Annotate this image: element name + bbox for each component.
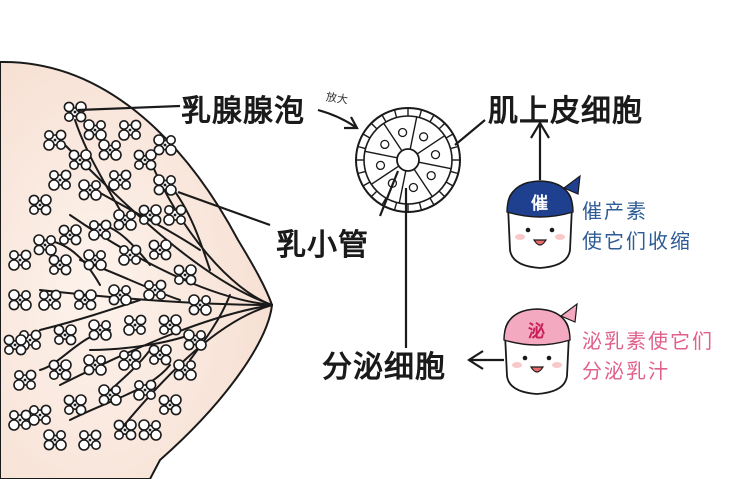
label-milk-duct: 乳小管 xyxy=(276,228,369,263)
lobule-clusters xyxy=(3,101,212,451)
alveolus-magnified xyxy=(355,107,461,213)
oxytocin-note-line1: 催产素 xyxy=(582,199,648,223)
lobule-cluster xyxy=(148,239,172,261)
lobule-cluster xyxy=(98,139,122,161)
label-magnify: 放大 xyxy=(325,90,349,107)
prolactin-note: 泌乳素使它们 分泌乳汁 xyxy=(582,326,714,386)
lobule-cluster xyxy=(163,204,187,226)
lobule-cluster xyxy=(73,289,97,311)
lobule-cluster xyxy=(28,404,52,426)
pointer-lines xyxy=(77,104,550,370)
lobule-cluster xyxy=(78,429,102,451)
lobule-cluster xyxy=(158,394,182,416)
oxytocin-cap-char: 催 xyxy=(531,193,548,214)
lobule-cluster xyxy=(173,264,197,286)
lobule-cluster xyxy=(98,384,122,406)
prolactin-character: 泌 xyxy=(503,302,578,395)
lobule-cluster xyxy=(83,119,107,141)
lobule-cluster xyxy=(138,204,162,226)
lobule-cluster xyxy=(88,219,112,241)
lobule-cluster xyxy=(143,279,167,301)
lobule-cluster xyxy=(28,194,52,216)
lobule-cluster xyxy=(113,419,137,441)
lobule-cluster xyxy=(108,169,132,191)
lobule-cluster xyxy=(108,284,132,306)
lobule-cluster xyxy=(43,129,67,151)
lobule-cluster xyxy=(138,419,162,441)
lobule-cluster xyxy=(43,429,67,451)
lobule-cluster xyxy=(118,119,142,141)
lobule-cluster xyxy=(8,409,32,431)
prolactin-note-line1: 泌乳素使它们 xyxy=(582,329,714,353)
lobule-cluster xyxy=(8,289,32,311)
lobule-cluster xyxy=(133,149,157,171)
lobule-cluster xyxy=(58,224,82,246)
label-myoepithelial-cell: 肌上皮细胞 xyxy=(488,94,643,129)
lobule-cluster xyxy=(63,101,87,123)
lobule-cluster xyxy=(188,294,212,316)
lobule-cluster xyxy=(53,324,77,346)
lobule-cluster xyxy=(33,234,57,256)
lobule-cluster xyxy=(78,179,102,201)
lobule-cluster xyxy=(153,134,177,156)
lobule-cluster xyxy=(118,244,142,266)
lobule-cluster xyxy=(123,314,147,336)
lobule-cluster xyxy=(183,329,207,351)
lobule-cluster xyxy=(118,349,142,371)
lobule-cluster xyxy=(68,149,92,171)
lobule-cluster xyxy=(48,254,72,276)
lobule-cluster xyxy=(3,334,27,356)
lobule-cluster xyxy=(153,174,177,196)
lobule-cluster xyxy=(8,249,32,271)
label-alveolus: 乳腺腺泡 xyxy=(181,94,305,129)
lobule-cluster xyxy=(38,289,62,311)
lobule-cluster xyxy=(113,209,137,231)
lobule-cluster xyxy=(83,354,107,376)
lobule-cluster xyxy=(88,319,112,341)
prolactin-cap-char: 泌 xyxy=(528,321,545,342)
oxytocin-character: 催 xyxy=(506,174,581,269)
prolactin-note-line2: 分泌乳汁 xyxy=(582,359,670,383)
lobule-cluster xyxy=(63,394,87,416)
lobule-cluster xyxy=(83,249,107,271)
lobule-cluster xyxy=(148,344,172,366)
lobule-cluster xyxy=(133,379,157,401)
label-secretory-cell: 分泌细胞 xyxy=(322,350,446,385)
lobule-cluster xyxy=(13,369,37,391)
oxytocin-note-line2: 使它们收缩 xyxy=(582,229,692,253)
oxytocin-note: 催产素 使它们收缩 xyxy=(582,196,692,256)
lobule-cluster xyxy=(173,359,197,381)
lobule-cluster xyxy=(48,169,72,191)
lobule-cluster xyxy=(48,359,72,381)
lobule-cluster xyxy=(158,314,182,336)
